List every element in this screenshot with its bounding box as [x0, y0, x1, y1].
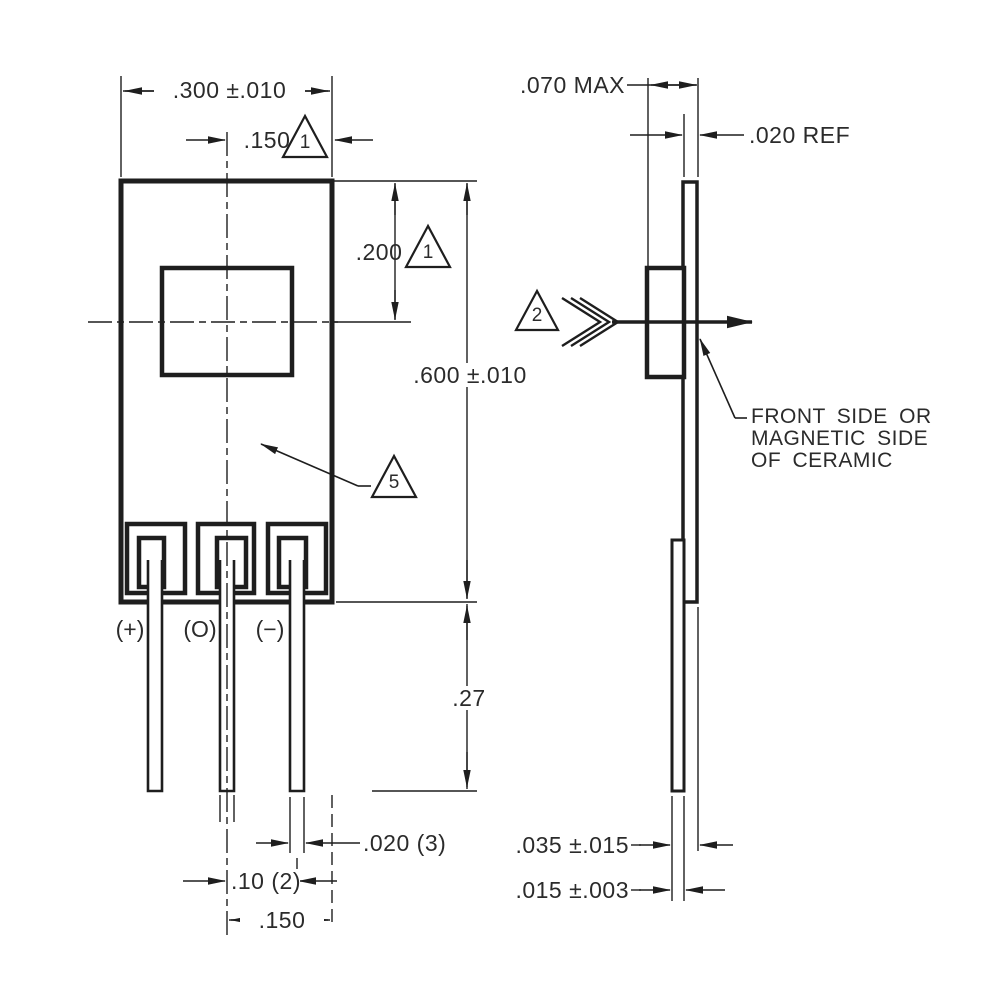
- ceramic-side-note-line2: MAGNETIC SIDE: [751, 427, 929, 450]
- ceramic-side-note-line1: FRONT SIDE OR: [751, 405, 932, 428]
- dim-lead-thickness-label: .015 ±.003: [515, 877, 629, 903]
- flag-5-number: 5: [388, 472, 400, 493]
- flag-triangle-1-side: [404, 223, 452, 269]
- lead-label-positive: (+): [115, 616, 145, 642]
- flag-2-number: 2: [531, 305, 543, 326]
- dim-lead-length-label: .27: [440, 686, 498, 710]
- lead-3: [288, 560, 306, 793]
- lead-1: [146, 560, 164, 793]
- dim-lead-width-label: .020 (3): [363, 830, 447, 856]
- flag-1-side-number: 1: [422, 242, 434, 263]
- dim-ceramic-thickness-label: .020 REF: [749, 122, 851, 148]
- dim-center-to-edge-top-label: .150: [243, 127, 291, 153]
- dim-lead-pitch-label: .10 (2): [228, 869, 300, 893]
- dim-body-thickness-label: .035 ±.015: [515, 832, 629, 858]
- flag-1-top-number: 1: [299, 132, 311, 153]
- flag-triangle-2: [514, 288, 560, 332]
- dim-overall-thickness-label: .070 MAX: [520, 72, 625, 98]
- dim-top-to-center-label: .200: [355, 239, 403, 265]
- field-direction-symbol: [561, 296, 753, 348]
- flag-triangle-5: [370, 453, 418, 499]
- flag-triangles: [281, 113, 560, 499]
- side-view-outline: [644, 180, 699, 793]
- dim-overall-width-label: .300 ±.010: [154, 78, 305, 102]
- centerlines: [88, 132, 338, 935]
- flag-triangle-1-top: [281, 113, 329, 159]
- side-dimension-lines: [627, 78, 744, 901]
- lead-label-negative: (−): [255, 616, 285, 642]
- dim-overall-height-label: .600 ±.010: [407, 363, 533, 387]
- note-leader: [699, 338, 747, 419]
- chevron-1: [561, 296, 603, 348]
- lead-label-output: (O): [183, 616, 217, 642]
- ceramic-side-note-line3: OF CERAMIC: [751, 449, 893, 472]
- side-lead: [670, 538, 686, 793]
- chevron-2: [570, 296, 612, 348]
- dim-center-to-edge-bottom-label: .150: [240, 908, 324, 932]
- flag5-leader: [260, 443, 371, 487]
- side-ceramic-plate: [681, 180, 699, 604]
